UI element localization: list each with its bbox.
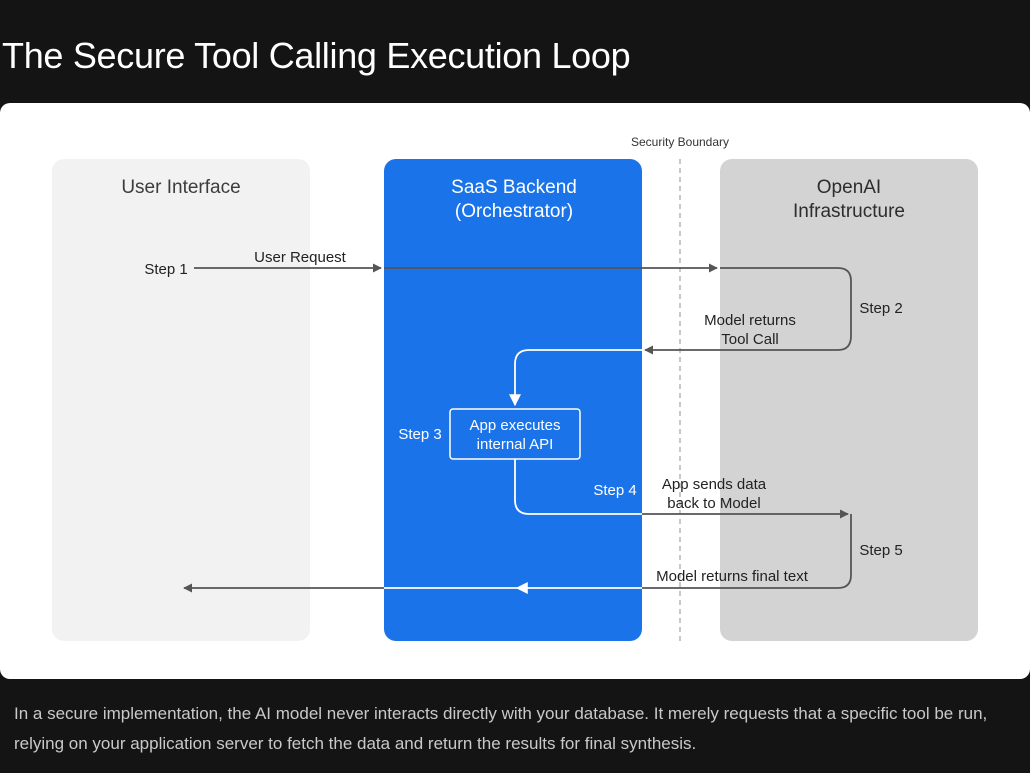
page-title: The Secure Tool Calling Execution Loop xyxy=(2,35,631,76)
caption-text: In a secure implementation, the AI model… xyxy=(14,704,988,753)
step3-label: Step 3 xyxy=(398,426,441,443)
step1-label: Step 1 xyxy=(144,261,187,278)
app-executes-line2: internal API xyxy=(477,436,554,453)
send-data-arrow-inner xyxy=(514,459,642,515)
flow-diagram: Security Boundary User Interface SaaS Ba… xyxy=(52,135,978,641)
saas-backend-title-line2: (Orchestrator) xyxy=(455,201,573,222)
openai-lane xyxy=(720,159,978,641)
user-interface-lane xyxy=(52,159,310,641)
model-returns-line1: Model returns xyxy=(704,312,796,329)
step2-label: Step 2 xyxy=(859,300,902,317)
step5-loop-line xyxy=(642,514,852,589)
openai-title-line2: Infrastructure xyxy=(793,201,905,222)
diagram-card: Security Boundary User Interface SaaS Ba… xyxy=(0,103,1030,679)
saas-backend-title-line1: SaaS Backend xyxy=(451,177,577,198)
app-executes-line1: App executes xyxy=(470,417,561,434)
step5-label: Step 5 xyxy=(859,542,902,559)
step4-label: Step 4 xyxy=(593,482,636,499)
saas-backend-lane xyxy=(384,159,642,641)
user-request-label: User Request xyxy=(254,249,347,266)
app-sends-line1: App sends data xyxy=(662,476,767,493)
step2-loop-arrow xyxy=(644,267,852,355)
user-interface-title: User Interface xyxy=(121,177,240,198)
openai-title-line1: OpenAI xyxy=(817,177,881,198)
security-boundary-label: Security Boundary xyxy=(631,135,729,149)
tool-call-inbound-arrow xyxy=(509,349,642,407)
app-sends-line2: back to Model xyxy=(667,495,760,512)
model-returns-line2: Tool Call xyxy=(721,331,779,348)
final-text-label: Model returns final text xyxy=(656,568,809,585)
